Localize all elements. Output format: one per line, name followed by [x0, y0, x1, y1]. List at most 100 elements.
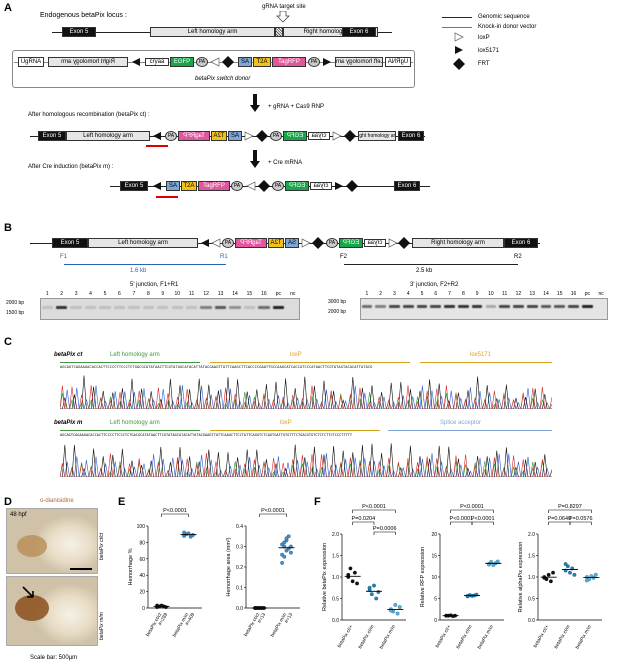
- data-point: [495, 559, 500, 564]
- cre-frt-icon-2: [346, 180, 358, 192]
- legend-lox5171-label: lox5171: [478, 48, 500, 54]
- y-axis-label: Relative alphaPix expression: [518, 542, 524, 613]
- gel-band: [214, 306, 227, 309]
- chromatogram-trace: [60, 375, 552, 409]
- significance-bracket: [373, 531, 396, 535]
- seq2-yellow-line: [210, 430, 380, 431]
- gel-lane-number: 14: [543, 291, 549, 297]
- after-cre-label: After Cre induction (betaPix m) :: [28, 164, 114, 170]
- data-point: [563, 562, 568, 566]
- panel-c-label: C: [4, 336, 12, 348]
- panel-f-label: F: [314, 496, 321, 508]
- gel-band: [416, 305, 428, 308]
- gel-lane-number: 9: [475, 291, 479, 297]
- loxp-donor-icon-1: [210, 57, 220, 67]
- legend-frt-label: FRT: [478, 61, 490, 67]
- gel-band: [128, 306, 140, 309]
- chromatogram-trace: [60, 385, 552, 409]
- grna-arrow-svg: [276, 11, 290, 23]
- cre-sa-box: SA: [166, 181, 180, 191]
- gel-right-image: [360, 298, 608, 320]
- data-point: [546, 572, 551, 577]
- data-point: [284, 536, 289, 541]
- cre-label: + Cre mRNA: [268, 160, 303, 166]
- grna-site-box: [275, 27, 283, 37]
- cre-exon5-box: Exon 5: [120, 181, 148, 191]
- p-value-label: P<0.0001: [163, 508, 187, 514]
- hr-loxp-icon-2: [332, 131, 342, 141]
- b-egfp-box: EGFP: [339, 238, 363, 248]
- data-point: [568, 570, 572, 575]
- category-label: betaPix m/m: [379, 624, 398, 650]
- scale-label: Scale bar: 500µm: [30, 655, 78, 661]
- data-point: [348, 566, 353, 571]
- hr-left-arm-box: Left homology arm: [66, 131, 150, 141]
- gel-band: [272, 306, 285, 309]
- frt-donor-icon-1: [222, 56, 234, 68]
- seq2-sa-label: Splice acceptor: [440, 420, 482, 426]
- egfp-donor-box: EGFP: [170, 57, 194, 67]
- p-value-label: P<0.0001: [261, 508, 285, 514]
- gel-band: [402, 305, 414, 308]
- p-value-label: P=0.0204: [351, 516, 375, 522]
- b-cryaa-box: cryaa: [364, 239, 386, 247]
- gel-band: [55, 306, 68, 309]
- cre-frt-icon-1: [258, 180, 270, 192]
- data-point: [572, 572, 577, 577]
- cre-cryaa-box: cryaa: [310, 182, 332, 190]
- bottom-genotype-label: betaPix m/m: [99, 612, 105, 640]
- size-left-bracket: [64, 264, 226, 265]
- left-arm-box: Left homology arm: [150, 27, 275, 37]
- sa-donor-box: SA: [238, 57, 252, 67]
- gel-lane-number: 16: [570, 291, 577, 297]
- b-loxp-icon-2: [301, 238, 311, 248]
- b-exon5-box: Exon 5: [52, 238, 88, 248]
- pa-donor-box-1: PA: [196, 57, 208, 67]
- y-axis-label: Hemorrhage area (mm²): [226, 537, 232, 596]
- b-left-arm-box: Left homology arm: [88, 238, 198, 248]
- y-axis-label: Hemorrhage %: [128, 548, 134, 585]
- lox5171-donor-icon-2: [323, 58, 331, 66]
- gel-band: [513, 305, 524, 308]
- b-frt-icon-1: [312, 237, 324, 249]
- gel-lane-number: pc: [275, 291, 281, 297]
- embryo-bottom-head: [15, 595, 49, 621]
- gel-lane-number: 15: [556, 291, 563, 297]
- gel-lane-number: 11: [189, 291, 195, 297]
- after-hr-label: After homologous recombination (betaPix …: [28, 112, 150, 118]
- ladder-left-1500: 1500 bp: [6, 310, 25, 316]
- seq2-genotype: betaPix m: [54, 420, 83, 426]
- embryo-top-image: [6, 508, 98, 574]
- top-genotype-label: betaPix ct/ct: [99, 532, 105, 560]
- frt-icon: [453, 58, 465, 70]
- cre-egfp-box: EGFP: [285, 181, 309, 191]
- size-left-label: 1.6 kb: [130, 268, 147, 274]
- ladder-left-2000: 2000 bp: [6, 300, 25, 306]
- exon6-box: Exon 6: [342, 27, 376, 37]
- seq2-text: AGCAGTCAGAAGACACCACTTCCCCTTCCCTCTGACGCAT…: [60, 433, 353, 437]
- category-label: betaPix m/m: [270, 612, 289, 638]
- left-arm-mirror-box: Left homology arm: [335, 57, 383, 67]
- seq2-left-arm-label: Left homology arm: [110, 420, 160, 426]
- down-arrow-2-icon: [250, 150, 260, 168]
- y-tick-label: 0.4: [236, 524, 243, 530]
- hr-exon6-box: Exon 6: [398, 131, 424, 141]
- significance-bracket: [352, 509, 396, 513]
- gel-lane-number: 5: [420, 291, 424, 297]
- seq1-text: AGCAGTCAGAAGACACCACTTCCCCTTCCCTCTGACGCAT…: [60, 365, 373, 369]
- data-point: [593, 572, 598, 577]
- legend-knockin-label: Knock-in donor vector: [478, 24, 537, 30]
- gel-lane-number: 1: [365, 291, 369, 297]
- y-tick-label: 0.2: [236, 565, 243, 571]
- y-tick-label: 2.0: [528, 532, 535, 538]
- category-label: betaPix ct/m: [357, 624, 375, 650]
- data-point: [585, 578, 589, 583]
- hr-frt-icon-2: [344, 130, 356, 142]
- hr-line: [30, 136, 425, 137]
- ladder-right-2000: 2000 bp: [328, 309, 347, 315]
- seq2-blue-line: [388, 430, 552, 431]
- grna-target-label: gRNA target site: [262, 4, 306, 10]
- y-tick-label: 0.5: [528, 597, 535, 603]
- cre-red-underline: [156, 196, 178, 198]
